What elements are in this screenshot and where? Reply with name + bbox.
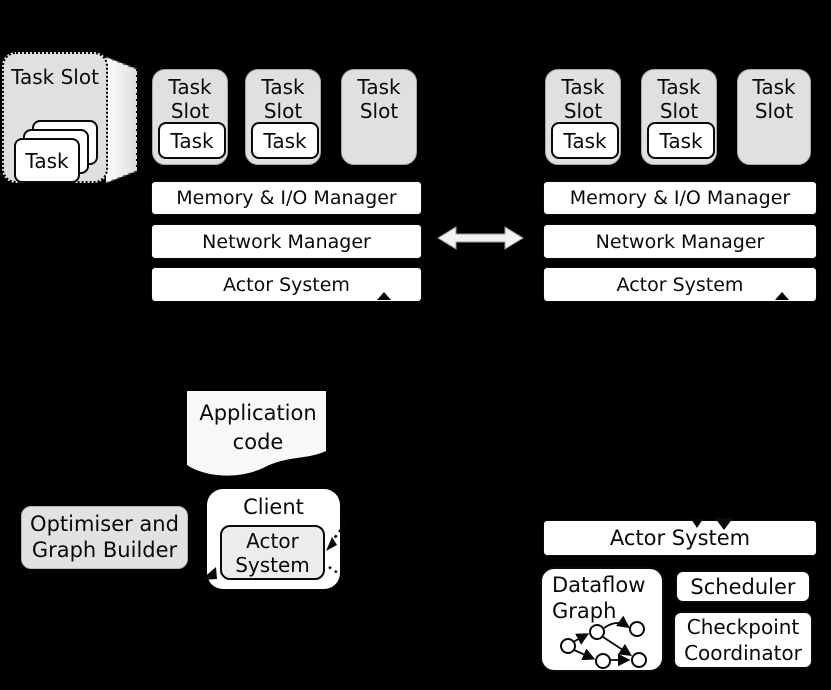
dataflow-graph-icon [560, 615, 647, 669]
task-box: Task [551, 122, 619, 159]
task-slot-label: Task Slot [261, 75, 305, 123]
task-slot-1: Task Slot Task [152, 69, 228, 165]
task-box: Task [158, 122, 226, 159]
optimiser-graph-builder-box: Optimiser and Graph Builder [21, 506, 188, 569]
dataflow-graph-label: Dataflow Graph [552, 573, 646, 623]
task-label: Task [25, 148, 69, 173]
task-slot-label: Task Slot [357, 75, 401, 123]
actor-system-label: Actor System [223, 273, 350, 296]
task-slot-2: Task Slot Task [245, 69, 321, 165]
task-slot-1: Task Slot Task [545, 69, 621, 165]
actor-system-label: Actor System [609, 526, 751, 550]
task-label: Task [170, 128, 214, 153]
task-label: Task [659, 128, 703, 153]
network-manager-label: Network Manager [595, 230, 765, 253]
memory-io-manager-bar: Memory & I/O Manager [151, 181, 422, 215]
task-label: Task [263, 128, 307, 153]
client-actor-system-box: Actor System [220, 525, 325, 580]
task-slot-label: Task Slot [168, 75, 212, 123]
client-box: Client Actor System [207, 489, 340, 589]
scheduler-box: Scheduler [675, 570, 811, 603]
client-actor-system-label: Actor System [235, 529, 310, 577]
checkpoint-coordinator-box: Checkpoint Coordinator [673, 611, 813, 669]
actor-system-bar: Actor System [151, 267, 422, 302]
jobmanager-actor-system-bar: Actor System [543, 520, 817, 556]
dataflow-graph-box: Dataflow Graph [540, 567, 664, 672]
bidirectional-arrow-icon [437, 226, 524, 250]
network-manager-bar: Network Manager [151, 224, 422, 259]
task-box: Task [251, 122, 319, 159]
task-box: Task [647, 122, 715, 159]
task-slot-label: Task Slot [752, 75, 796, 123]
task-box-front: Task [14, 138, 80, 183]
network-manager-label: Network Manager [202, 230, 371, 253]
task-slot-label: Task Slot [11, 65, 99, 89]
task-slot-2: Task Slot Task [641, 69, 717, 165]
memory-io-manager-label: Memory & I/O Manager [176, 187, 397, 209]
task-slot-label: Task Slot [561, 75, 605, 123]
client-title: Client [243, 495, 304, 519]
memory-io-manager-bar: Memory & I/O Manager [543, 181, 817, 215]
zoom-lens-icon [105, 56, 138, 184]
application-code-label: Application code [199, 401, 317, 455]
actor-system-bar: Actor System [543, 267, 817, 302]
scheduler-label: Scheduler [690, 574, 796, 599]
task-slot-3: Task Slot [341, 69, 417, 165]
memory-io-manager-label: Memory & I/O Manager [569, 187, 791, 209]
optimiser-graph-builder-label: Optimiser and Graph Builder [30, 511, 179, 562]
task-slot-label: Task Slot [657, 75, 701, 123]
task-slot-3: Task Slot [737, 69, 811, 165]
zoomed-task-slot: Task Slot Task [2, 52, 108, 183]
actor-system-label: Actor System [616, 273, 744, 296]
checkpoint-coordinator-label: Checkpoint Coordinator [684, 615, 802, 665]
network-manager-bar: Network Manager [543, 224, 817, 259]
task-label: Task [563, 128, 607, 153]
